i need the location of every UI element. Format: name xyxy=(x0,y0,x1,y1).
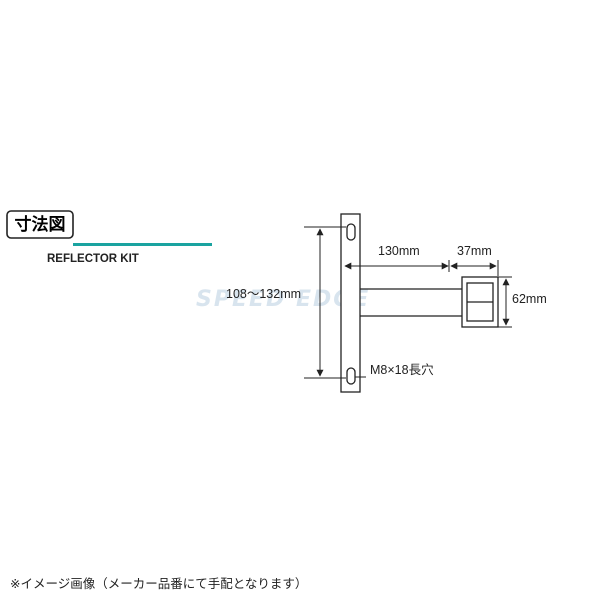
top-slot xyxy=(346,223,356,241)
title-badge-label: 寸法図 xyxy=(15,214,66,235)
bottom-slot xyxy=(346,367,356,385)
reflector-width-label: 37mm xyxy=(457,244,492,258)
reflector xyxy=(461,276,499,328)
reflector-height-dimension xyxy=(498,276,512,328)
reflector-height-label: 62mm xyxy=(512,292,547,306)
title-badge: 寸法図 xyxy=(6,210,74,239)
height-range-label: 108〜132mm xyxy=(226,287,301,301)
slot-label: M8×18長穴 xyxy=(370,362,434,377)
accent-rule xyxy=(73,243,212,246)
watermark: SPEED EDGE xyxy=(196,287,370,312)
bracket-arm xyxy=(360,288,462,317)
subtitle: REFLECTOR KIT xyxy=(47,253,139,265)
bracket-plate xyxy=(340,213,361,393)
height-dimension xyxy=(304,226,346,379)
arm-length-label: 130mm xyxy=(378,244,420,258)
footnote: ※イメージ画像（メーカー品番にて手配となります） xyxy=(10,576,307,591)
reflector-width-dimension xyxy=(448,260,499,276)
